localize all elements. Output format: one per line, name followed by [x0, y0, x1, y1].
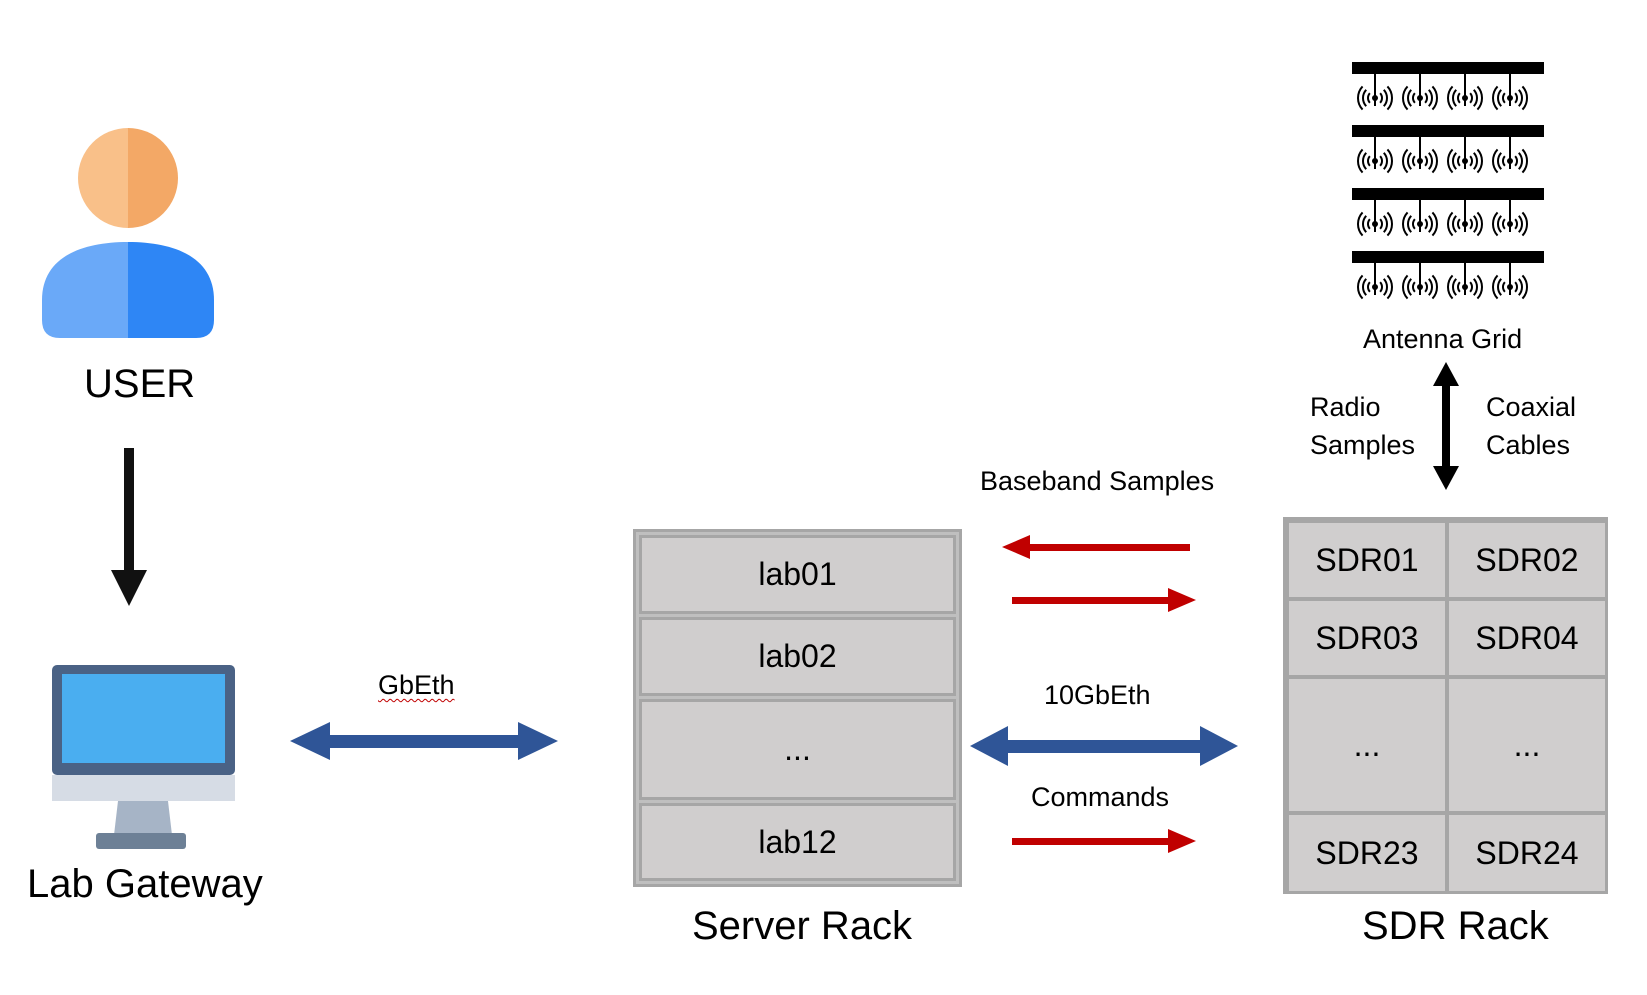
server-slot[interactable]: lab12: [639, 803, 956, 881]
antenna-emitter: [1447, 137, 1483, 174]
sdr-cell[interactable]: SDR24: [1446, 812, 1608, 894]
sdr-cell-ellipsis: ...: [1446, 676, 1608, 814]
sdr-cell[interactable]: SDR04: [1446, 598, 1608, 678]
antenna-emitter: [1402, 200, 1438, 237]
sdr-cell-ellipsis: ...: [1286, 676, 1448, 814]
antenna-bar: [1352, 188, 1544, 200]
antenna-bar: [1352, 251, 1544, 263]
user-icon: [42, 128, 214, 338]
antenna-emitter: [1402, 74, 1438, 111]
antenna-emitter: [1357, 74, 1393, 111]
gbeth-label: GbEth: [378, 670, 455, 700]
baseband-label: Baseband Samples: [980, 466, 1215, 496]
antenna-emitter: [1447, 263, 1483, 300]
baseband-right-arrow: [1012, 588, 1196, 612]
sdr-rack-label: SDR Rack: [1362, 904, 1549, 948]
sdr-cell[interactable]: SDR01: [1286, 520, 1448, 600]
sdr-cell[interactable]: SDR02: [1446, 520, 1608, 600]
server-slot[interactable]: lab02: [639, 617, 956, 696]
antenna-grid-label: Antenna Grid: [1363, 324, 1523, 354]
server-rack-label: Server Rack: [692, 904, 913, 948]
sdr-rack: SDR01 SDR02 SDR03 SDR04 ... ... SDR23 SD…: [1283, 517, 1608, 894]
tengbeth-double-arrow: [970, 726, 1238, 766]
server-slot[interactable]: lab01: [639, 535, 956, 614]
antenna-emitter: [1447, 200, 1483, 237]
user-to-gateway-arrow: [111, 448, 147, 606]
antenna-emitter: [1492, 137, 1528, 174]
sdr-cell[interactable]: SDR03: [1286, 598, 1448, 678]
antenna-to-sdr-arrow: [1433, 362, 1459, 490]
antenna-bar: [1352, 125, 1544, 137]
commands-arrow: [1012, 829, 1196, 853]
baseband-left-arrow: [1002, 535, 1190, 559]
antenna-emitter: [1357, 263, 1393, 300]
antenna-emitter: [1492, 263, 1528, 300]
sdr-cell[interactable]: SDR23: [1286, 812, 1448, 894]
user-label: USER: [84, 362, 196, 406]
server-slot-ellipsis: ...: [639, 699, 956, 800]
radio-samples-label: Radio Samples: [1310, 392, 1416, 460]
gateway-label: Lab Gateway: [27, 862, 263, 906]
antenna-emitter: [1357, 200, 1393, 237]
antenna-bar: [1352, 62, 1544, 74]
monitor-icon: [52, 665, 235, 849]
coaxial-cables-label: Coaxial Cables: [1486, 392, 1577, 460]
antenna-emitter: [1492, 200, 1528, 237]
antenna-emitter: [1402, 137, 1438, 174]
commands-label: Commands: [1031, 782, 1170, 812]
antenna-emitter: [1492, 74, 1528, 111]
server-rack: lab01 lab02 ... lab12: [633, 529, 962, 887]
antenna-emitter: [1357, 137, 1393, 174]
antenna-grid-icon: [1352, 62, 1544, 300]
gbeth-double-arrow: [290, 722, 558, 760]
antenna-emitter: [1402, 263, 1438, 300]
tengbeth-label: 10GbEth: [1044, 680, 1151, 710]
antenna-emitter: [1447, 74, 1483, 111]
